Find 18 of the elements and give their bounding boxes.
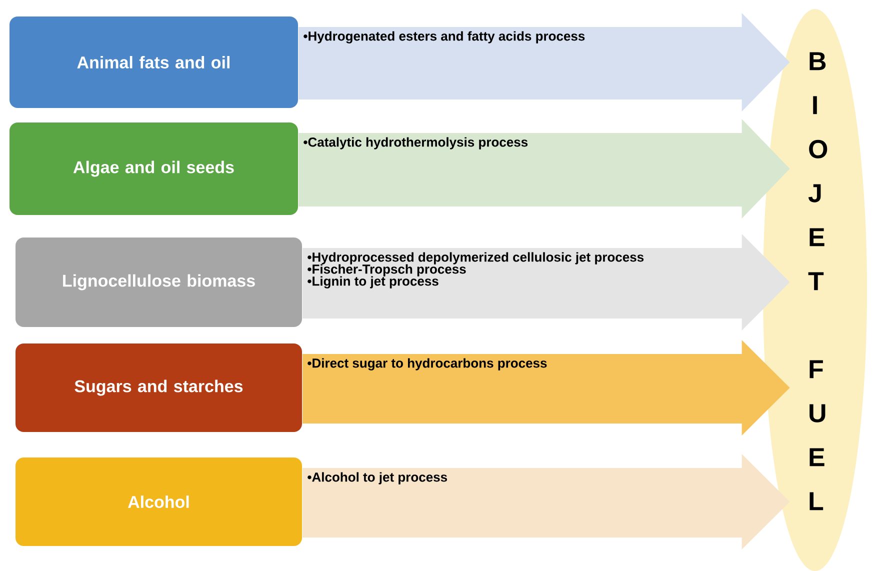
process-list: •Catalytic hydrothermolysis process	[304, 137, 528, 150]
source-box: Sugars and starches	[14, 342, 304, 434]
process-list: •Direct sugar to hydrocarbons process	[308, 358, 547, 370]
process-list: •Hydroprocessed depolymerized cellulosic jet process •Fischer-Tropsch process •Lignin to jet process	[308, 252, 644, 288]
block-arrow	[298, 119, 790, 218]
source-box: Algae and oil seeds	[8, 121, 300, 216]
source-box: Lignocellulose biomass	[14, 236, 304, 328]
source-box: Alcohol	[14, 456, 304, 548]
vertical-title: FUEL	[810, 360, 826, 510]
vertical-title: BIOJET	[808, 52, 828, 290]
process-list: •Alcohol to jet process	[308, 472, 448, 484]
block-arrow	[302, 234, 790, 330]
block-arrow	[302, 340, 790, 436]
process-list: •Hydrogenated esters and fatty acids process	[304, 31, 585, 44]
block-arrow	[298, 13, 790, 112]
block-arrow	[302, 454, 790, 550]
source-box: Animal fats and oil	[8, 15, 300, 110]
oval	[763, 9, 867, 571]
